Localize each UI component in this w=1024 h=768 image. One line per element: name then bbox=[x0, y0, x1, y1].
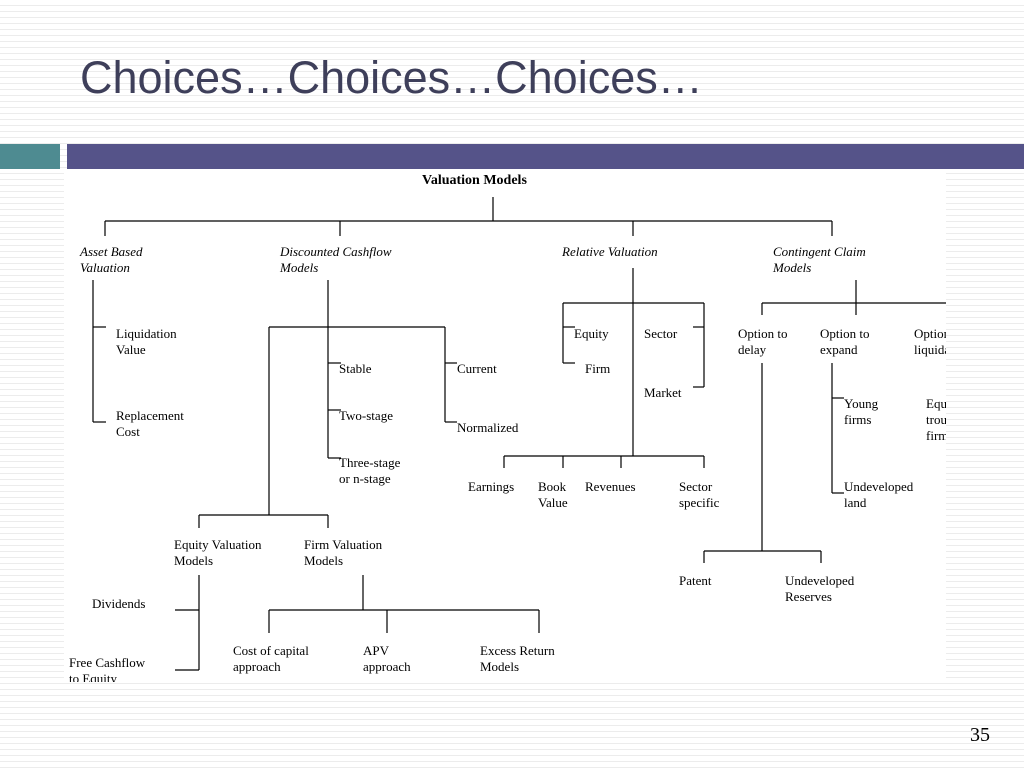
node-apv-approach: APV approach bbox=[363, 643, 411, 674]
node-book-value: Book Value bbox=[538, 479, 568, 510]
node-excess-return-models: Excess Return Models bbox=[480, 643, 555, 674]
node-two-stage: Two-stage bbox=[339, 408, 393, 423]
node-normalized: Normalized bbox=[457, 420, 519, 435]
node-sector: Sector bbox=[644, 326, 678, 341]
node-revenues: Revenues bbox=[585, 479, 636, 494]
node-undeveloped-land: Undeveloped land bbox=[844, 479, 914, 510]
node-patent: Patent bbox=[679, 573, 712, 588]
page-number: 35 bbox=[970, 724, 990, 746]
node-equity-valuation-models: Equity Valuation Models bbox=[174, 537, 262, 568]
node-discounted-cashflow-models: Discounted Cashflow Models bbox=[280, 244, 392, 275]
node-cost-of-capital-approach: Cost of capital approach bbox=[233, 643, 309, 674]
node-current: Current bbox=[457, 361, 497, 376]
node-dividends: Dividends bbox=[92, 596, 146, 611]
connector-lines bbox=[92, 197, 946, 671]
node-firm: Firm bbox=[585, 361, 611, 376]
node-free-cashflow-to-equity: Free Cashflow to Equity bbox=[69, 655, 146, 682]
node-equity: Equity bbox=[574, 326, 609, 341]
node-three-stage: Three-stage or n-stage bbox=[339, 455, 401, 486]
valuation-models-diagram: Valuation Models Asset Based Valuation D… bbox=[64, 170, 946, 682]
node-option-to-delay: Option to delay bbox=[738, 326, 788, 357]
node-option-to-liquidate: Option to liquidate bbox=[914, 326, 946, 357]
node-asset-based-valuation: Asset Based Valuation bbox=[80, 244, 143, 275]
node-replacement-cost: Replacement Cost bbox=[116, 408, 184, 439]
node-equity-in-troubled-firm: Equity in troubled firm bbox=[926, 396, 946, 443]
node-contingent-claim-models: Contingent Claim Models bbox=[773, 244, 866, 275]
node-option-to-expand: Option to expand bbox=[820, 326, 870, 357]
node-firm-valuation-models: Firm Valuation Models bbox=[304, 537, 383, 568]
node-earnings: Earnings bbox=[468, 479, 515, 494]
node-stable: Stable bbox=[339, 361, 372, 376]
node-liquidation-value: Liquidation Value bbox=[116, 326, 177, 357]
node-market: Market bbox=[644, 385, 682, 400]
title-divider-bar bbox=[67, 144, 1024, 169]
slide-title: Choices…Choices…Choices… bbox=[80, 52, 703, 103]
node-valuation-models: Valuation Models bbox=[422, 173, 527, 188]
node-young-firms: Young firms bbox=[844, 396, 879, 427]
node-relative-valuation: Relative Valuation bbox=[562, 244, 658, 259]
node-undeveloped-reserves: Undeveloped Reserves bbox=[785, 573, 855, 604]
title-accent-bar bbox=[0, 144, 60, 169]
node-sector-specific: Sector specific bbox=[679, 479, 720, 510]
